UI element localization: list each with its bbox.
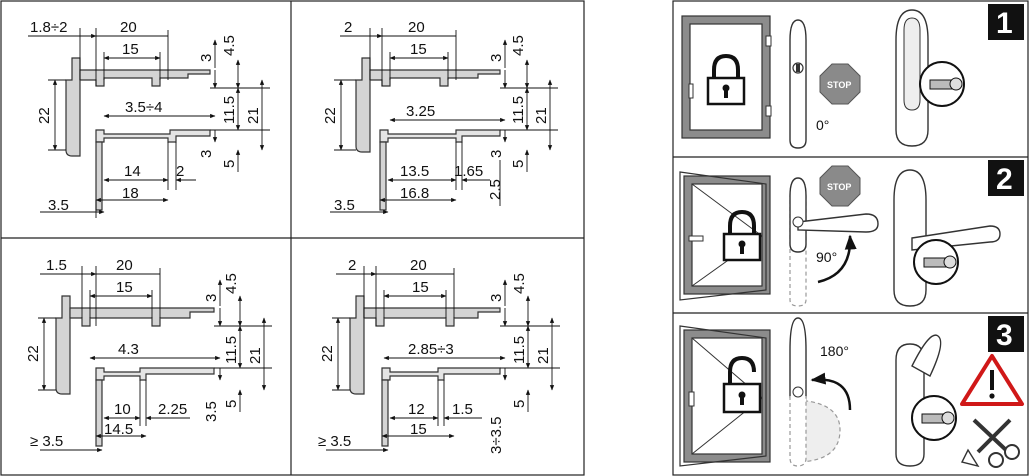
dim-label: 2.5 [487,179,504,200]
dim-label: 12 [408,401,425,418]
dim-label: 4.3 [118,341,139,358]
handle-with-key-icon [895,9,965,147]
dim-label: 3 [488,294,505,302]
rotation-angle-label: 180° [820,343,849,359]
dim-label: 22 [25,345,42,362]
dim-label: 22 [319,345,336,362]
dim-label: 11.5 [511,336,528,364]
handle-up-icon [789,317,841,467]
step-number-badge: 1 [988,4,1024,40]
rotation-arrow-icon [810,372,852,411]
rotation-angle-label: 0° [816,117,829,133]
dim-label: 11.5 [510,96,527,124]
dim-label: 5 [511,400,528,408]
dim-label: 3.25 [406,103,435,120]
padlock-closed-icon [706,53,746,106]
dim-label: 13.5 [400,163,429,180]
dim-label: 22 [36,107,53,124]
handle-with-key-icon [893,169,1001,307]
dim-label: 4.5 [221,35,238,56]
dim-label: 20 [410,257,427,274]
dim-label: 14 [124,163,141,180]
dim-label: 21 [247,347,264,364]
dim-label: 5 [510,160,527,168]
step-2-tilt-locked: 2 [679,160,1024,307]
warning-triangle-icon [960,354,1024,406]
dim-label: 16.8 [400,185,429,202]
dim-label: 3.5 [203,401,220,422]
dim-label: ≥ 3.5 [318,433,351,450]
dim-label: 3 [198,54,215,62]
handle-down-icon [789,19,807,149]
step-1-locked-closed: 1 0° STOP [681,4,1024,149]
dim-label: 20 [408,19,425,36]
dim-label: 15 [410,421,427,438]
dim-label: 1.8÷2 [30,19,67,36]
dim-label: 2.25 [158,401,187,418]
handle-with-key-icon [895,334,957,467]
dim-label: 10 [114,401,131,418]
padlock-closed-icon [722,209,762,262]
dim-label: 2.85÷3 [408,341,454,358]
dim-label: ≥ 3.5 [30,433,63,450]
cutting-tool-icon [960,418,1020,468]
instruction-steps: 1 0° STOP [672,0,1029,476]
padlock-open-icon [722,355,762,414]
svg-text:3: 3 [996,319,1013,352]
dim-label: 15 [410,41,427,58]
svg-text:2: 2 [996,163,1013,196]
stop-sign-icon: STOP [819,63,861,105]
dim-label: 2 [344,19,352,36]
dim-label: 11.5 [221,96,238,124]
rotation-arrow-icon [817,234,857,284]
profile-section-outline [65,57,211,211]
profile-panel-d: 2 20 15 2.85÷3 12 1.5 15 ≥ 3.5 22 3 4.5 … [318,257,560,454]
dim-label: 18 [122,185,139,202]
dim-label: 21 [533,107,550,124]
dim-label: 15 [122,41,139,58]
profile-panel-c: 1.5 20 15 4.3 10 2.25 14.5 ≥ 3.5 22 3 4.… [25,257,272,453]
step-number-badge: 2 [988,160,1024,196]
dim-label: 3÷3.5 [488,417,505,454]
svg-text:STOP: STOP [827,80,851,90]
dim-label: 3.5 [48,197,69,214]
handle-horizontal-icon [789,177,879,307]
dim-label: 5 [221,160,238,168]
dim-label: 22 [322,107,339,124]
dim-label: 4.5 [511,273,528,294]
profile-panel-a: 1.8÷2 20 15 3.5÷4 14 2 18 3.5 22 3 4.5 1… [28,19,270,218]
dim-label: 5 [223,400,240,408]
dim-label: 2 [176,163,184,180]
svg-text:1: 1 [996,7,1013,40]
dim-label: 11.5 [223,336,240,364]
dim-label: 15 [412,279,429,296]
dim-label: 21 [535,347,552,364]
dim-label: 1.5 [46,257,67,274]
dim-label: 20 [116,257,133,274]
stop-sign-icon: STOP [819,165,861,207]
profile-drawing-grid [0,0,585,476]
dim-label: 4.5 [510,35,527,56]
dim-label: 3 [203,294,220,302]
dim-label: 1.5 [452,401,473,418]
step-3-unlocked-open: 3 [679,316,1024,468]
dim-label: 4.5 [223,273,240,294]
dim-label: 20 [120,19,137,36]
dim-label: 15 [116,279,133,296]
dim-label: 1.65 [454,163,483,180]
dim-label: 14.5 [104,421,133,438]
dim-label: 21 [245,107,262,124]
dim-label: 2 [348,257,356,274]
dim-label: 3 [488,54,505,62]
dim-label: 3.5 [334,197,355,214]
dim-label: 3.5÷4 [125,99,162,116]
profile-panel-b: 2 20 15 3.25 13.5 1.65 16.8 3.5 22 3 4.5… [322,19,558,215]
dim-label: 3 [488,150,505,158]
rotation-angle-label: 90° [816,249,837,265]
svg-text:STOP: STOP [827,182,851,192]
dim-label: 3 [198,150,215,158]
step-number-badge: 3 [988,316,1024,352]
